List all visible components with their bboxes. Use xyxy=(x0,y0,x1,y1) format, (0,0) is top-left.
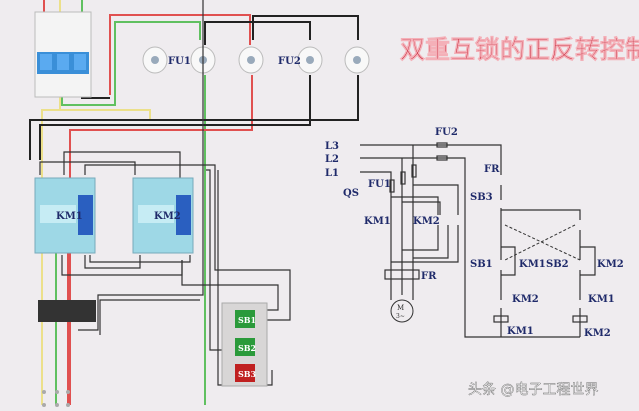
fr-control-label: FR xyxy=(484,164,500,175)
sb2-label: SB2 xyxy=(238,343,256,353)
contactor-km1 xyxy=(34,177,96,254)
km2-interlock-label: KM2 xyxy=(512,294,539,305)
km2-main-contact-label: KM2 xyxy=(413,216,440,227)
control-wires xyxy=(39,0,291,386)
sb1-button[interactable] xyxy=(235,310,255,328)
sb2-schematic-label: SB2 xyxy=(546,259,569,270)
l2-label: L2 xyxy=(325,154,339,165)
l3-label: L3 xyxy=(325,141,339,152)
sb3-button[interactable] xyxy=(235,364,255,382)
motor-phase-label: 3~ xyxy=(396,313,405,320)
sb1-schematic-label: SB1 xyxy=(470,259,493,270)
thermal-relay-fr xyxy=(38,300,96,322)
l1-label: L1 xyxy=(325,168,339,179)
watermark: 头条 @电子工程世界 xyxy=(468,381,598,398)
supply-wires xyxy=(29,0,359,405)
sb1-label: SB1 xyxy=(238,315,256,325)
fr-main-label: FR xyxy=(421,271,437,282)
schematic-lines xyxy=(360,142,596,338)
km1-interlock-label: KM1 xyxy=(588,294,615,305)
motor-terminals xyxy=(42,390,70,407)
fu1-schematic-label: FU1 xyxy=(368,179,391,190)
fu1-label: FU1 xyxy=(168,56,191,67)
motor-label: M xyxy=(397,304,404,312)
km1-contactor-label: KM1 xyxy=(56,211,83,222)
sb2-button[interactable] xyxy=(235,338,255,356)
button-box xyxy=(221,302,268,387)
km1-main-contact-label: KM1 xyxy=(364,216,391,227)
fu2-label: FU2 xyxy=(278,56,301,67)
km1-hold-label: KM1 xyxy=(519,259,546,270)
circuit-breaker-qs xyxy=(34,11,92,98)
contactor-km2 xyxy=(132,177,194,254)
km1-coil-label: KM1 xyxy=(507,326,534,337)
qs-label: QS xyxy=(343,188,359,199)
km2-contactor-label: KM2 xyxy=(154,211,181,222)
sb3-label: SB3 xyxy=(238,369,257,379)
sb3-schematic-label: SB3 xyxy=(470,192,493,203)
fu2-schematic-label: FU2 xyxy=(435,127,458,138)
km2-coil-label: KM2 xyxy=(584,328,611,339)
km2-hold-label: KM2 xyxy=(597,259,624,270)
diagram-title: 双重互锁的正反转控制 xyxy=(400,35,639,64)
